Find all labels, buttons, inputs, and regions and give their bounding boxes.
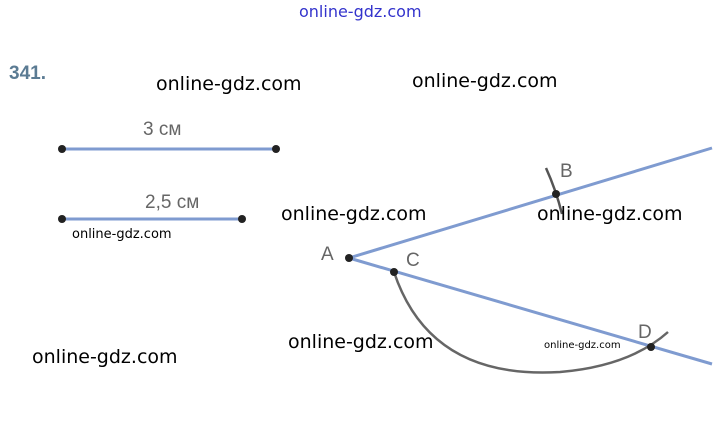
- point-b: [552, 190, 560, 198]
- watermark: online-gdz.com: [412, 70, 558, 92]
- arc-cd: [392, 271, 669, 374]
- watermark: online-gdz.com: [72, 227, 172, 242]
- segment-3cm-label: 3 см: [143, 119, 181, 140]
- exercise-number: 341.: [9, 63, 46, 84]
- label-a: A: [321, 244, 334, 265]
- label-c: C: [406, 250, 420, 271]
- segment-2-5cm-end: [238, 215, 246, 223]
- ray-ab: [348, 146, 713, 260]
- point-c: [390, 268, 398, 276]
- watermark: online-gdz.com: [544, 340, 621, 351]
- label-d: D: [638, 322, 652, 343]
- header-watermark[interactable]: online-gdz.com: [299, 2, 422, 21]
- segment-2-5cm-label: 2,5 см: [145, 192, 199, 213]
- watermark: online-gdz.com: [288, 331, 434, 353]
- segment-3cm-start: [58, 145, 66, 153]
- point-d: [647, 343, 655, 351]
- watermark: online-gdz.com: [156, 73, 302, 95]
- watermark: online-gdz.com: [537, 203, 683, 225]
- watermark: online-gdz.com: [32, 346, 178, 368]
- point-a: [345, 254, 353, 262]
- label-b: B: [560, 161, 573, 182]
- segment-2-5cm-start: [58, 215, 66, 223]
- watermark: online-gdz.com: [281, 203, 427, 225]
- segment-3cm-end: [272, 145, 280, 153]
